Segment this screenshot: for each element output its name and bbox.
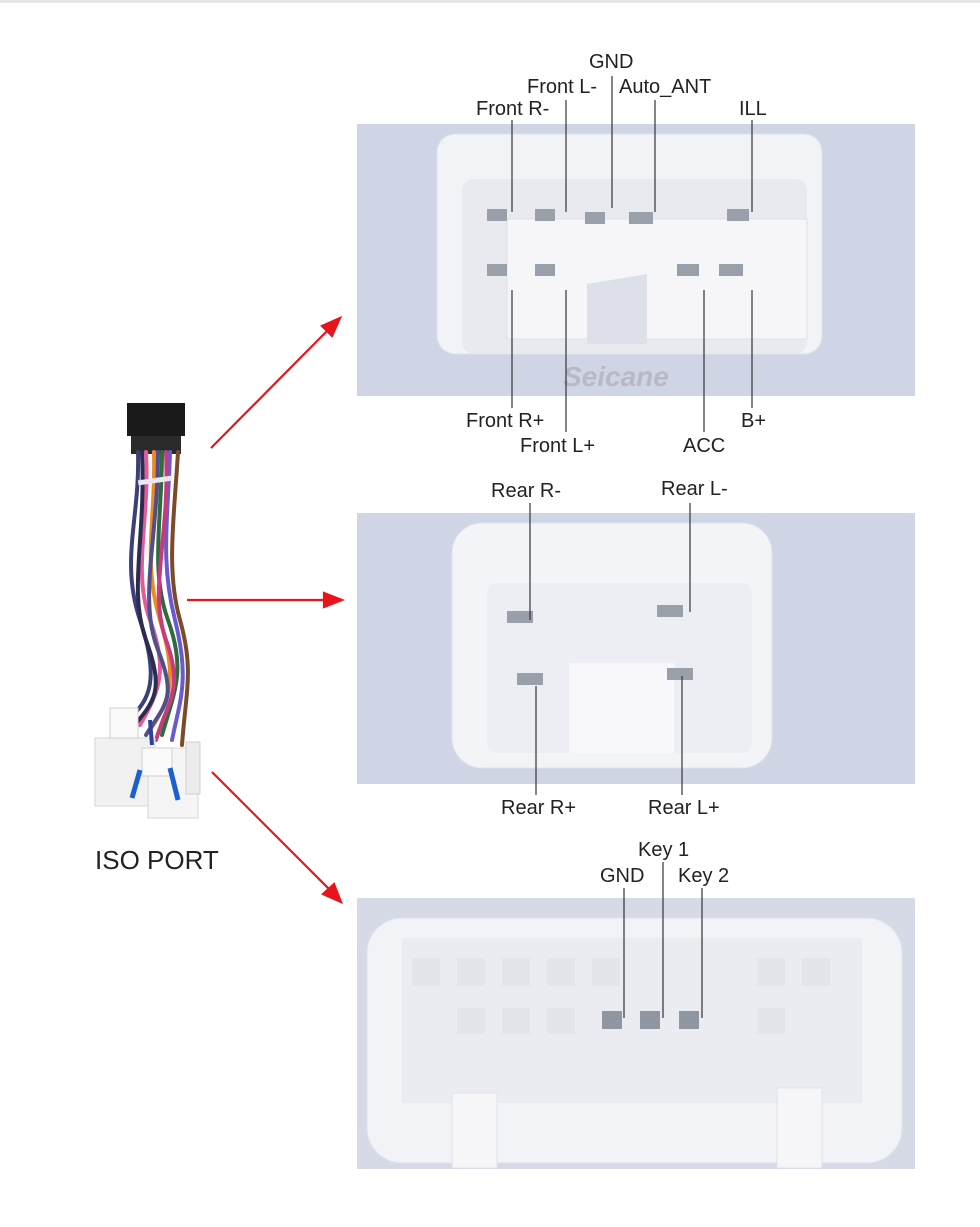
pin-label-rear-l-plus: Rear L+: [648, 797, 720, 819]
pin-label-gnd-key: GND: [600, 865, 645, 887]
pin-label-ill: ILL: [739, 98, 767, 120]
pin-label-acc: ACC: [683, 435, 726, 457]
pin-label-b-plus: B+: [741, 410, 767, 432]
top-divider: [0, 0, 980, 3]
connector-photo-rear: [357, 513, 915, 784]
pin-label-key2: Key 2: [678, 865, 730, 887]
harness-label: ISO PORT: [95, 845, 219, 875]
pin-label-front-r-plus: Front R+: [466, 410, 545, 432]
pin-label-front-l-plus: Front L+: [520, 435, 596, 457]
watermark-text: Seicane: [563, 361, 669, 392]
pin-label-rear-r-plus: Rear R+: [501, 797, 577, 819]
pin-label-key1: Key 1: [638, 839, 690, 861]
pin-label-front-r-minus: Front R-: [476, 98, 550, 120]
pin-label-auto-ant: Auto_ANT: [619, 76, 712, 98]
pin-label-rear-l-minus: Rear L-: [661, 478, 728, 500]
connector-photo-key: [357, 898, 915, 1169]
connector-photo-main: Seicane: [357, 124, 915, 396]
pin-label-front-l-minus: Front L-: [527, 76, 598, 98]
pin-label-rear-r-minus: Rear R-: [491, 480, 562, 502]
pin-label-gnd: GND: [589, 51, 634, 73]
